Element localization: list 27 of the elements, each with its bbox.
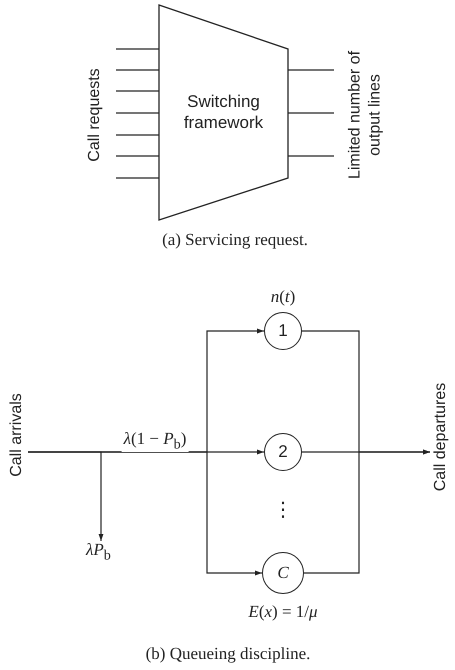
switch-trapezoid: Switching framework — [159, 5, 288, 220]
connector-line — [116, 177, 159, 179]
ellipsis-text: ⋮ — [273, 500, 293, 520]
connector-line — [116, 48, 159, 50]
caption: (a) Servicing request. — [162, 231, 308, 248]
connector-line — [116, 112, 159, 114]
caption: (b) Queueing discipline. — [146, 645, 310, 662]
rotated-label: Call requests — [74, 30, 116, 200]
math-annotation: E(x) = 1/μ — [248, 603, 318, 620]
arrow — [28, 451, 262, 576]
connector-line — [288, 112, 334, 114]
edge-label: λ(1 − P$_{b}$) — [122, 430, 188, 452]
rotated-label: Call arrivals — [6, 370, 28, 500]
arrow — [304, 450, 430, 574]
connector-line — [288, 155, 334, 157]
rotated-label: Limited number of output lines — [334, 20, 396, 210]
connector-line — [116, 155, 159, 157]
connector-line — [116, 90, 159, 92]
rotated-label: Call departures — [430, 372, 452, 502]
server-circle: 1 — [264, 312, 302, 350]
connector-line — [288, 69, 334, 71]
connector-line — [116, 69, 159, 71]
math-label: λP$_{b}$ — [86, 541, 111, 563]
server-circle: 2 — [264, 433, 302, 471]
math-annotation: n(t) — [270, 288, 296, 305]
connector-line — [116, 134, 159, 136]
server-circle: C — [262, 552, 304, 594]
